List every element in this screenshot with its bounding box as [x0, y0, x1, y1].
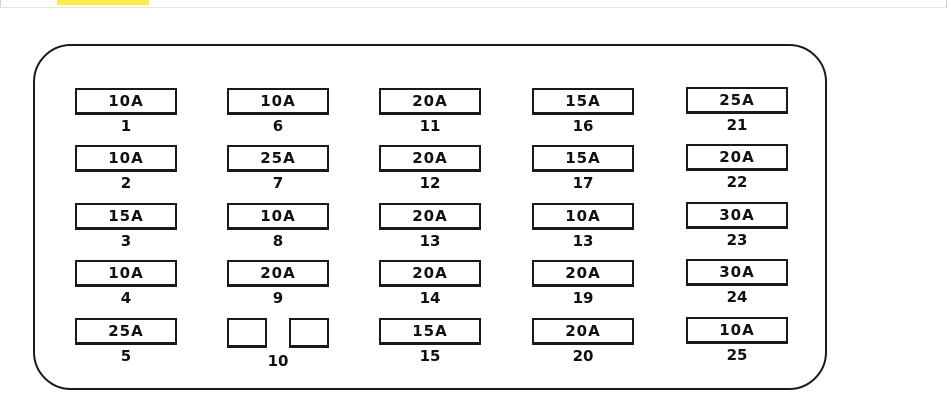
fuse-slot-number: 20 [572, 347, 594, 365]
fuse-amp-label: 15A [75, 203, 177, 230]
fuse-slot-number: 7 [272, 174, 284, 192]
fuse-slot-number: 17 [572, 174, 594, 192]
fuse-amp-label: 25A [227, 145, 329, 172]
fuse-slot-number: 4 [120, 289, 132, 307]
fuse-slot-number: 13 [419, 232, 441, 250]
fuse-amp-label: 15A [532, 145, 634, 172]
fuse-slot-number: 1 [120, 117, 132, 135]
fuse-amp-label: 30A [686, 259, 788, 286]
fuse-amp-label: 10A [686, 317, 788, 344]
fuse-amp-label: 10A [532, 203, 634, 230]
highlight-mark [57, 0, 149, 5]
fuse-slot-number: 14 [419, 289, 441, 307]
fuse-amp-label: 10A [75, 145, 177, 172]
fuse-slot-number: 8 [272, 232, 284, 250]
fuse-amp-label: 20A [379, 260, 481, 287]
fuse-slot-number: 13 [572, 232, 594, 250]
fuse-slot-number: 25 [726, 346, 748, 364]
fuse-slot-number: 23 [726, 231, 748, 249]
fuse-slot-number: 5 [120, 347, 132, 365]
fuse-slot-number: 16 [572, 117, 594, 135]
fuse-amp-label: 15A [532, 88, 634, 115]
empty-fuse-slot-left [227, 318, 267, 348]
fuse-amp-label: 30A [686, 202, 788, 229]
fuse-slot-number: 9 [272, 289, 284, 307]
fuse-amp-label: 20A [379, 145, 481, 172]
fuse-slot-number: 6 [272, 117, 284, 135]
fuse-slot-number: 2 [120, 174, 132, 192]
fuse-amp-label: 15A [379, 318, 481, 345]
fuse-slot-number: 10 [267, 352, 289, 370]
top-left-tick [0, 0, 1, 8]
fuse-amp-label: 20A [379, 88, 481, 115]
fuse-amp-label: 20A [686, 144, 788, 171]
fuse-amp-label: 25A [686, 87, 788, 114]
fuse-slot-number: 19 [572, 289, 594, 307]
empty-fuse-slot-right [289, 318, 329, 348]
fuse-slot-number: 24 [726, 288, 748, 306]
fuse-amp-label: 20A [532, 260, 634, 287]
fuse-amp-label: 10A [75, 88, 177, 115]
fuse-slot-number: 22 [726, 173, 748, 191]
fuse-amp-label: 10A [227, 203, 329, 230]
fuse-amp-label: 20A [227, 260, 329, 287]
fuse-amp-label: 20A [379, 203, 481, 230]
fuse-slot-number: 11 [419, 117, 441, 135]
top-divider [0, 7, 947, 8]
fuse-amp-label: 20A [532, 318, 634, 345]
fuse-amp-label: 10A [227, 88, 329, 115]
fuse-slot-number: 15 [419, 347, 441, 365]
fuse-slot-number: 12 [419, 174, 441, 192]
fuse-slot-number: 3 [120, 232, 132, 250]
top-strip [0, 0, 947, 8]
fuse-slot-number: 21 [726, 116, 748, 134]
fuse-amp-label: 10A [75, 260, 177, 287]
fuse-amp-label: 25A [75, 318, 177, 345]
